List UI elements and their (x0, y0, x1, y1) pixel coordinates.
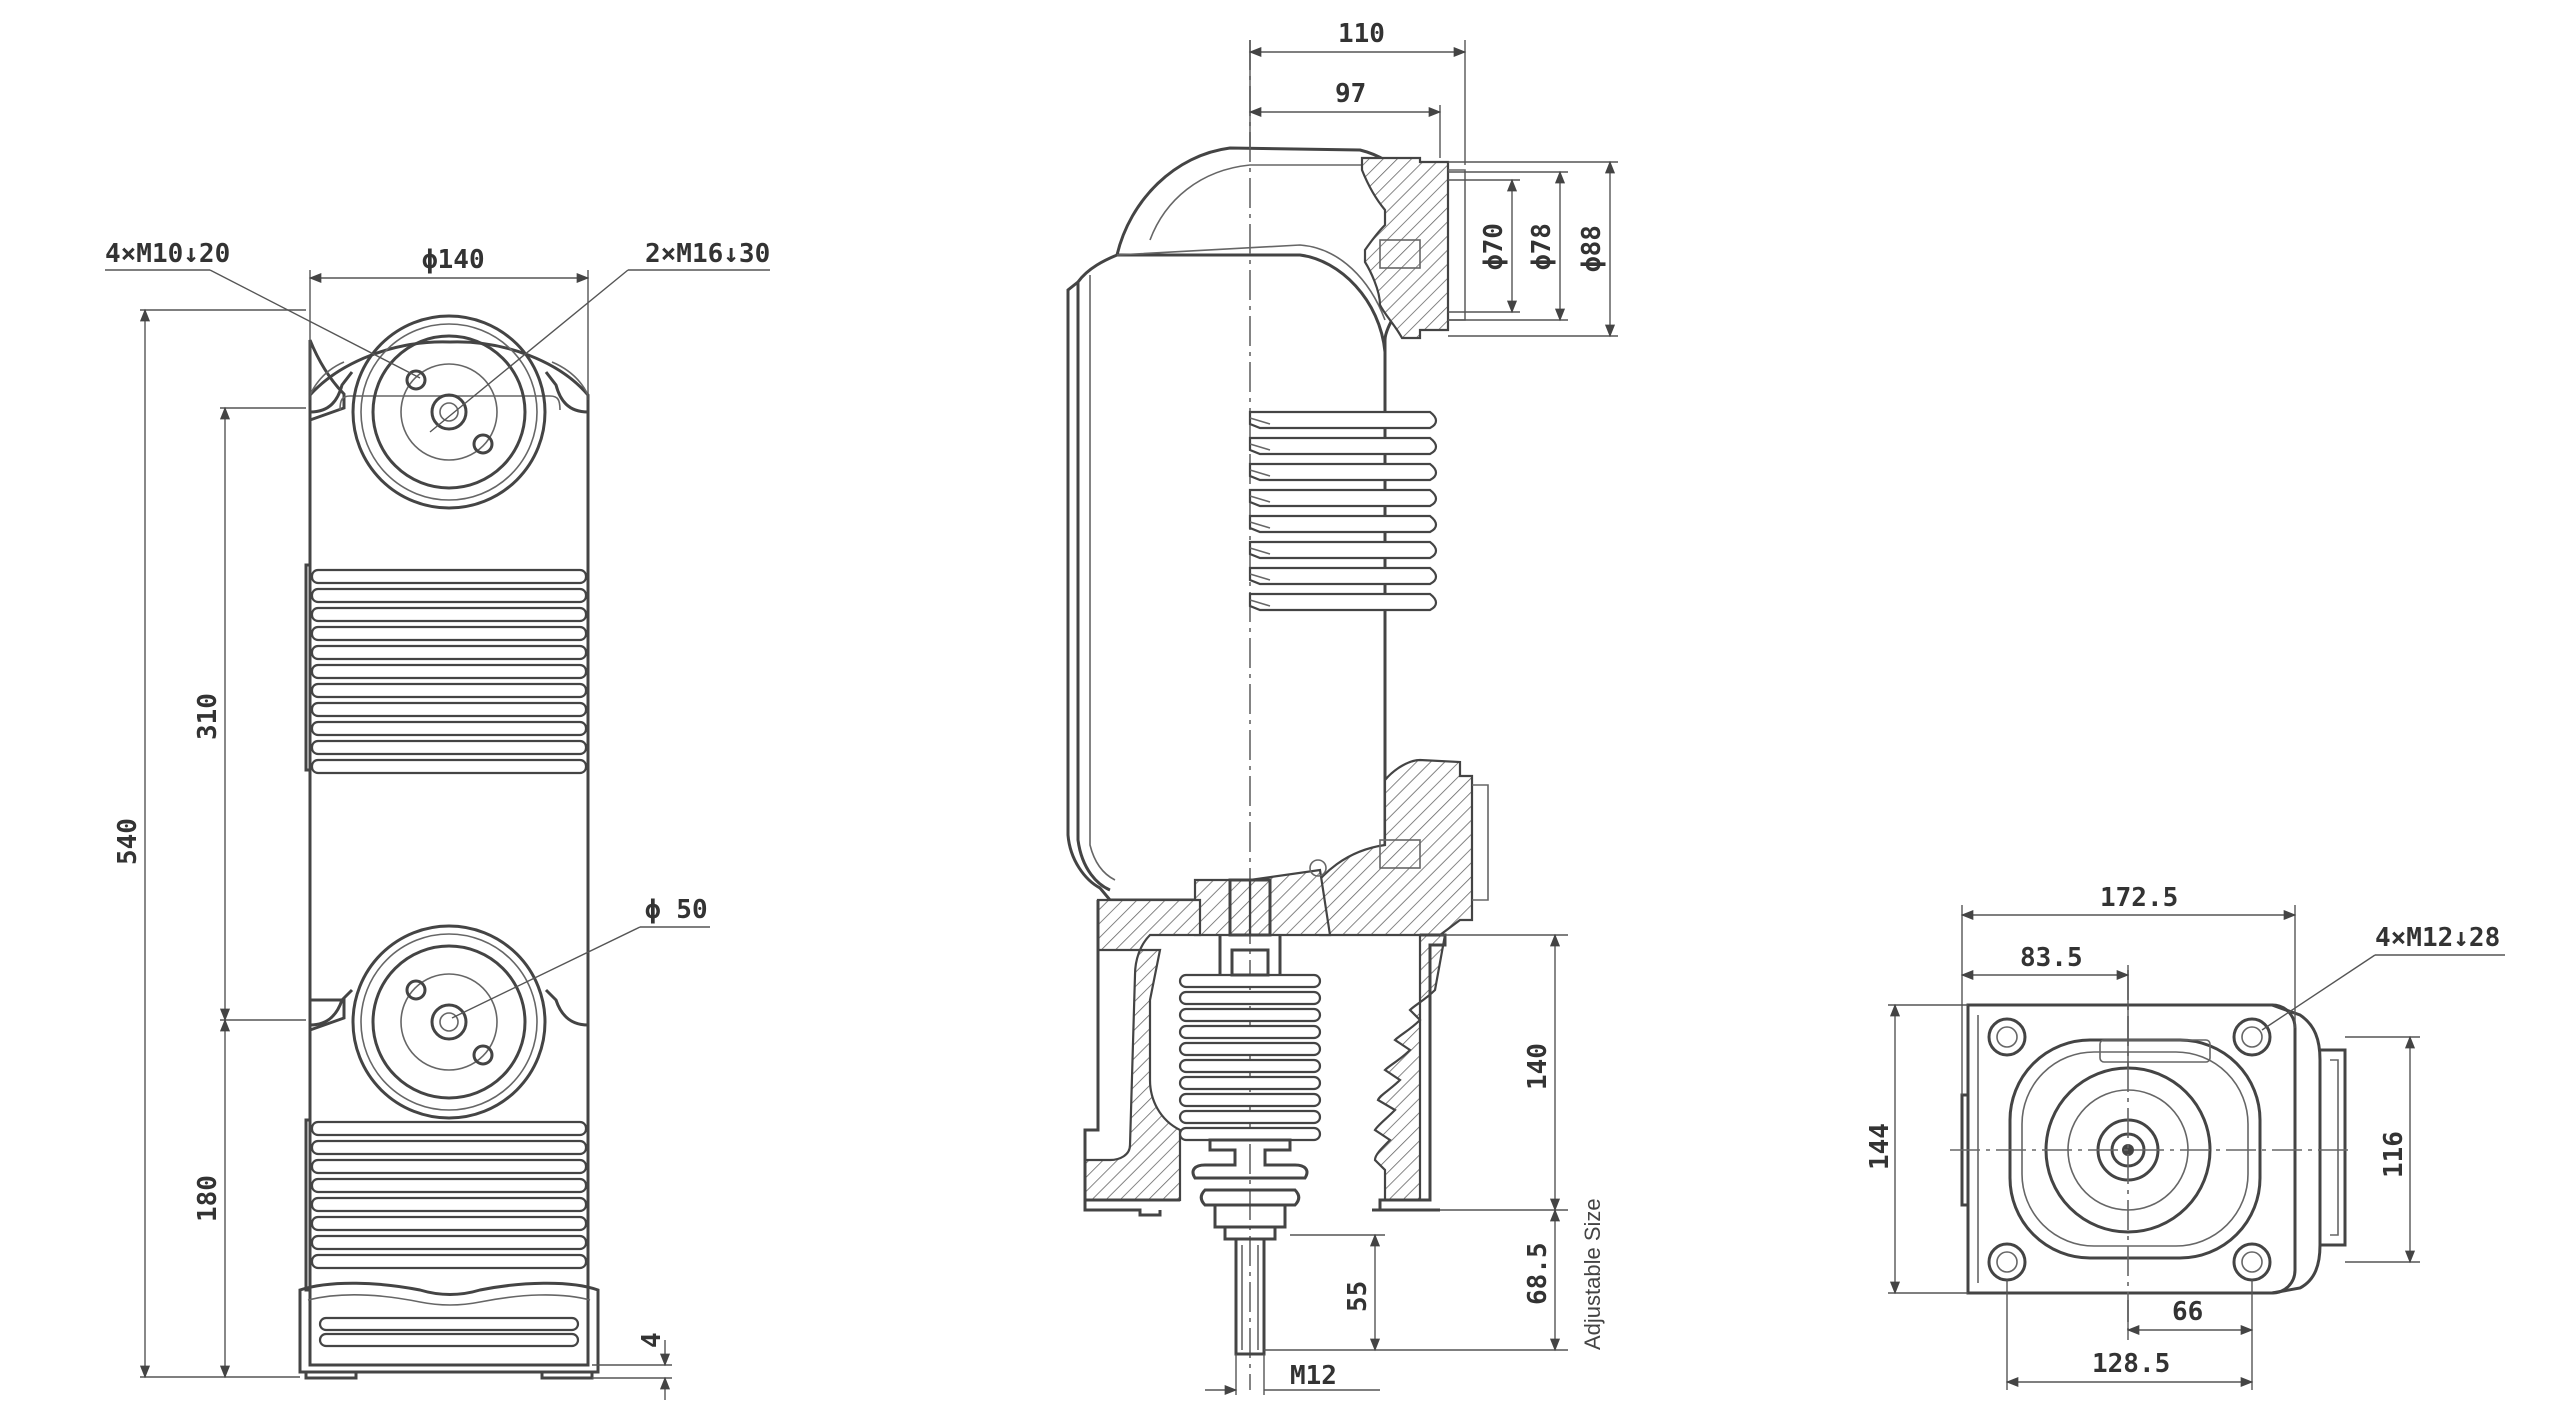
dim-base-label: 4 (637, 1332, 667, 1348)
front-body-sides (308, 340, 590, 1367)
dim-lower-label: 180 (193, 1175, 223, 1222)
side-view: 110 97 ϕ70 ϕ78 ϕ88 140 55 68.5 M12 Adjus… (1066, 19, 1618, 1396)
thread-corner-label: 4×M12↓28 (2375, 923, 2500, 953)
diameter-3-label: ϕ88 (1577, 225, 1607, 272)
dim-stem-total-label: 68.5 (1523, 1242, 1553, 1305)
dim-width-inner-label: 97 (1335, 79, 1366, 109)
dim-offset-label: 83.5 (2020, 943, 2083, 973)
lower-socket (351, 924, 547, 1120)
side-head-flange (1360, 156, 1450, 340)
side-lower-flange (1298, 758, 1474, 937)
diameter-1-label: ϕ70 (1479, 223, 1509, 270)
diameter-bottom-label: ϕ 50 (645, 895, 708, 925)
side-head-outline (1115, 146, 1404, 353)
thread-top-right-label: 2×M16↓30 (645, 239, 770, 269)
dim-width-label: 172.5 (2100, 883, 2178, 913)
dim-height-label: 144 (1865, 1123, 1895, 1170)
dim-hole-offset-label: 66 (2172, 1297, 2203, 1327)
dim-total-height-label: 540 (113, 818, 143, 865)
side-lower-left-wall (1083, 898, 1202, 1202)
side-lower-right-wall (1373, 933, 1447, 1202)
dim-stem-label: 55 (1343, 1281, 1373, 1312)
bottom-view: 172.5 83.5 4×M12↓28 144 116 66 128.5 (1865, 883, 2505, 1390)
adjustable-size-note: Adjustable Size (1580, 1198, 1605, 1350)
front-dimensions (105, 269, 770, 1400)
dim-upper-label: 310 (193, 693, 223, 740)
dim-width-outer-label: 110 (1338, 19, 1385, 49)
bottom-dimensions (1888, 905, 2505, 1390)
lower-ribs (310, 1120, 588, 1270)
front-view: 4×M10↓20 ϕ140 2×M16↓30 ϕ 50 540 310 180 … (105, 239, 770, 1400)
inner-bellows (1178, 935, 1322, 1142)
thread-stem-label: M12 (1290, 1361, 1337, 1391)
dim-inner-height-label: 116 (2379, 1131, 2409, 1178)
upper-socket (351, 314, 547, 510)
upper-sheds (1248, 410, 1438, 612)
side-main-tube (1066, 253, 1387, 902)
upper-ribs (310, 568, 588, 775)
diameter-2-label: ϕ78 (1527, 223, 1557, 270)
side-dimensions (1205, 40, 1618, 1396)
dim-hole-spacing-label: 128.5 (2092, 1349, 2170, 1379)
thread-top-left-label: 4×M10↓20 (105, 239, 230, 269)
dim-lower-body-label: 140 (1523, 1043, 1553, 1090)
side-stem (1191, 1138, 1309, 1356)
front-base (298, 1281, 600, 1380)
diameter-top-label: ϕ140 (422, 245, 485, 275)
